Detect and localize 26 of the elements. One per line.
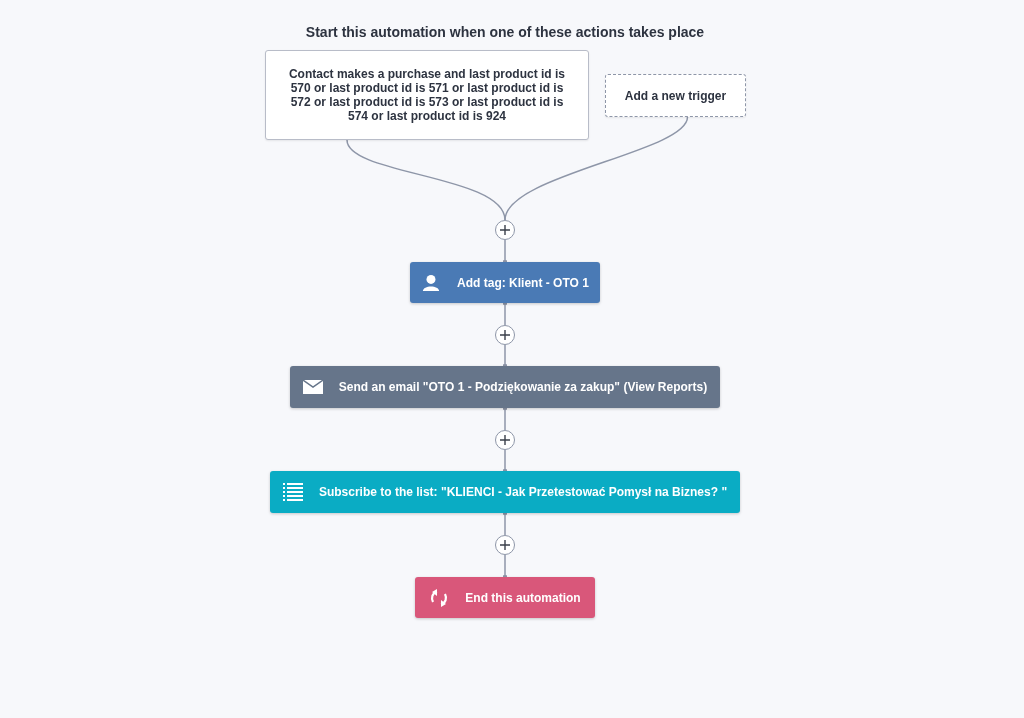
connector-line: [504, 116, 689, 221]
end-box: [415, 577, 595, 618]
add-step-circle: [495, 325, 515, 345]
action-label: Send an email "OTO 1 - Podziękowanie za zakup" (View Reports): [338, 380, 708, 394]
trigger-label: Contact makes a purchase and last product id is 570 or last product id is 571 or last product id is 572 or last product id is 573 or last product id is 574 or last product id is 924: [287, 67, 567, 123]
connector-line: [502, 405, 508, 431]
connector-line: [502, 239, 508, 265]
connector-line: [346, 139, 506, 221]
add-step-circle: [495, 220, 515, 240]
connector-line: [502, 554, 508, 580]
action-box: [290, 366, 720, 408]
action-label: Add tag: Klient - OTO 1: [457, 275, 589, 290]
add-step-circle: [495, 430, 515, 450]
action-box: [410, 262, 600, 303]
action-label: Subscribe to the list: "KLIENCI - Jak Przetestować Pomysł na Biznes? ": [318, 485, 728, 499]
trigger-label: Add a new trigger: [624, 88, 727, 103]
action-label: End this automation: [465, 590, 581, 605]
action-box: [270, 471, 740, 513]
connector-line: [502, 510, 508, 536]
connector-line: [502, 300, 508, 326]
connector-line: [502, 449, 508, 474]
heading: Start this automation when one of these actions takes place: [304, 24, 706, 40]
add-step-circle: [495, 535, 515, 555]
connector-line: [502, 344, 508, 369]
add-trigger-box: [605, 74, 746, 117]
trigger-box: [265, 50, 589, 140]
